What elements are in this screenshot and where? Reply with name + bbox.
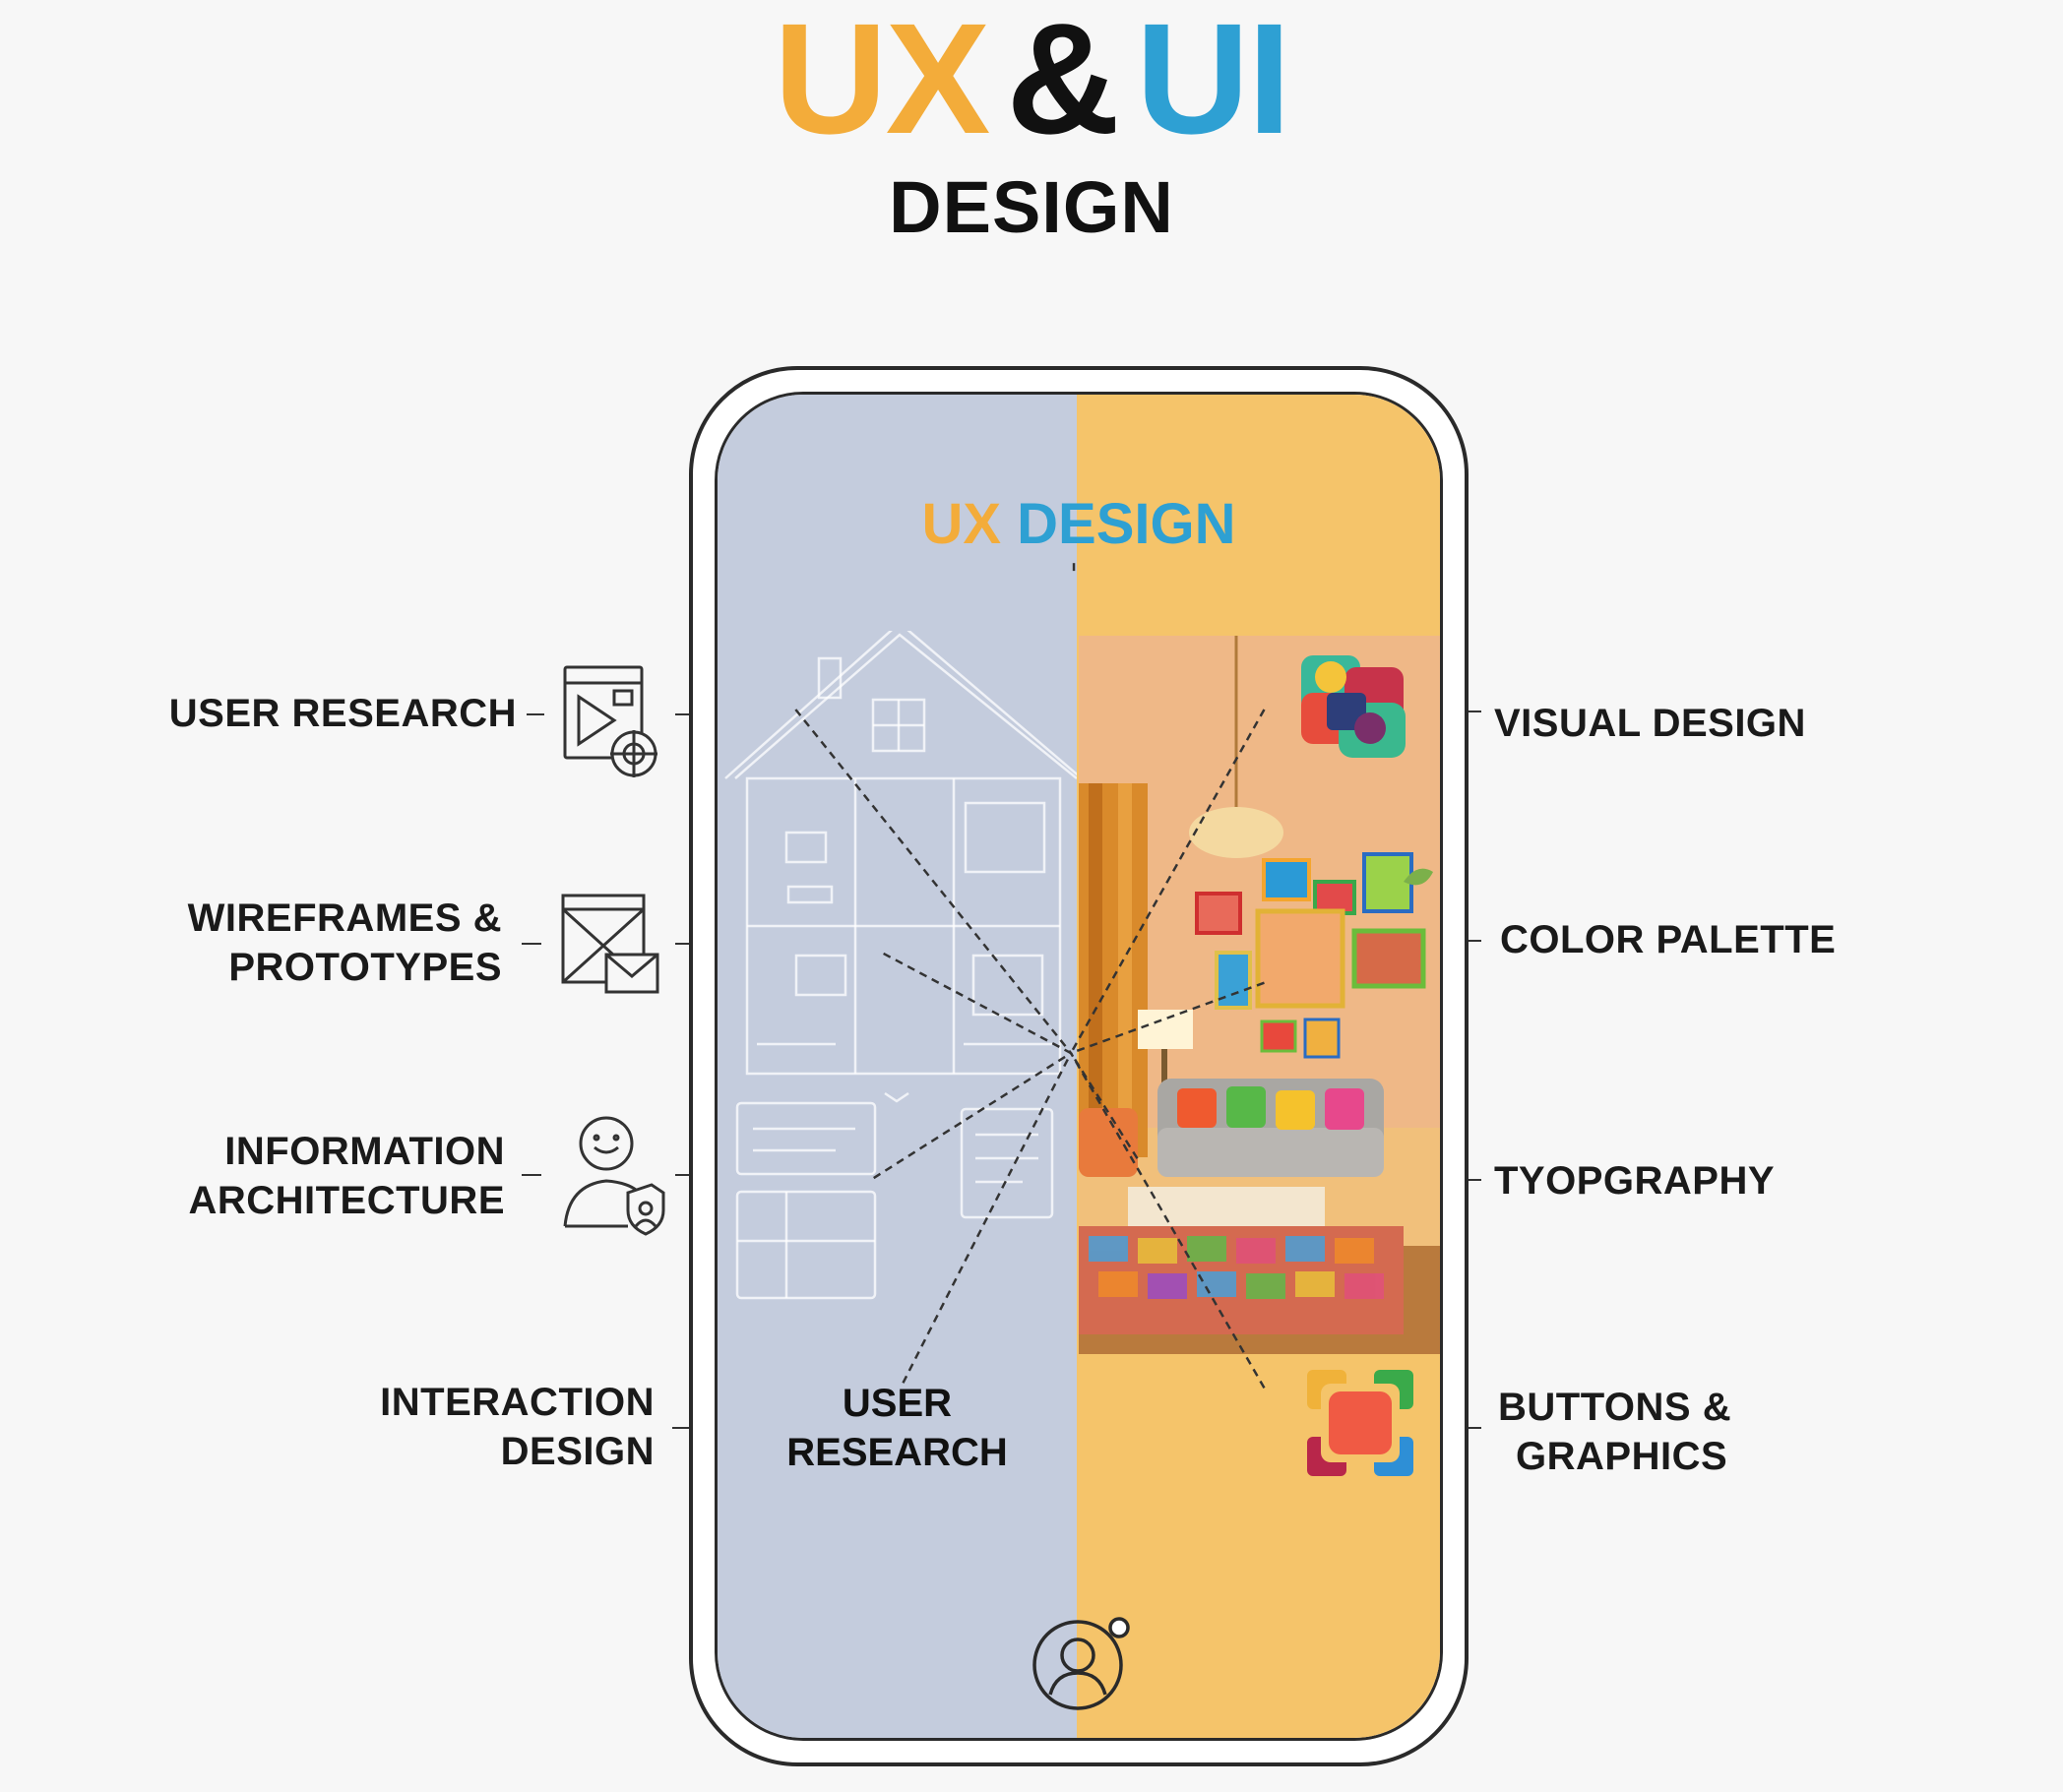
house-blueprint-illustration [724, 631, 1077, 1300]
label-interaction-line2: DESIGN [500, 1430, 655, 1473]
title-ui: UI [1135, 0, 1291, 166]
label-interaction-line1: INTERACTION [380, 1381, 655, 1424]
label-buttons-line1: BUTTONS & [1498, 1386, 1732, 1429]
label-buttons-line2: GRAPHICS [1516, 1435, 1728, 1478]
inner-label-line2: RESEARCH [786, 1431, 1008, 1474]
wireframe-mail-icon [561, 894, 659, 994]
label-typography-line1: TYOPGRAPHY [1494, 1159, 1776, 1203]
label-ia-line2: ARCHITECTURE [188, 1179, 505, 1222]
inner-user-research-label: USER RESEARCH [718, 1379, 1077, 1477]
title-ampersand: & [1006, 0, 1120, 166]
inner-label-line1: USER [842, 1382, 953, 1425]
color-blocks-icon [1301, 655, 1406, 758]
label-visual-design-line1: VISUAL DESIGN [1494, 702, 1806, 745]
label-wireframes-line1: WIREFRAMES & [187, 896, 502, 940]
video-player-icon [563, 665, 657, 777]
label-buttons-graphics: BUTTONS & GRAPHICS [1498, 1383, 1793, 1481]
label-interaction-design: INTERACTION DESIGN [354, 1378, 655, 1476]
frame-buttons-icon [1307, 1370, 1413, 1476]
label-information-architecture: INFORMATION ARCHITECTURE [157, 1127, 505, 1225]
dash [522, 1174, 541, 1176]
main-title: UX&UI [0, 0, 2063, 157]
label-color-palette-line1: COLOR PALETTE [1500, 918, 1837, 961]
screen-title-ux: UX [921, 492, 1002, 556]
label-wireframes-line2: PROTOTYPES [228, 946, 502, 989]
user-shield-icon [563, 1116, 665, 1236]
label-visual-design: VISUAL DESIGN [1494, 699, 1986, 748]
label-wireframes: WIREFRAMES & PROTOTYPES [157, 894, 502, 992]
phone-screen: UX DESIGN USER RESEARCH [715, 392, 1443, 1741]
label-color-palette: COLOR PALETTE [1500, 915, 1992, 964]
dash [527, 713, 544, 715]
label-ia-line1: INFORMATION [224, 1130, 505, 1173]
label-user-research: USER RESEARCH [157, 689, 517, 738]
screen-title: UX DESIGN [718, 491, 1440, 557]
label-user-research-line1: USER RESEARCH [168, 692, 517, 735]
dash [672, 1427, 704, 1429]
title-subtitle: DESIGN [889, 166, 1174, 248]
title-ux: UX [774, 0, 990, 166]
label-typography: TYOPGRAPHY [1494, 1156, 1986, 1205]
dash [522, 943, 541, 945]
screen-title-design: DESIGN [1017, 492, 1236, 556]
user-profile-icon[interactable] [1029, 1610, 1137, 1718]
